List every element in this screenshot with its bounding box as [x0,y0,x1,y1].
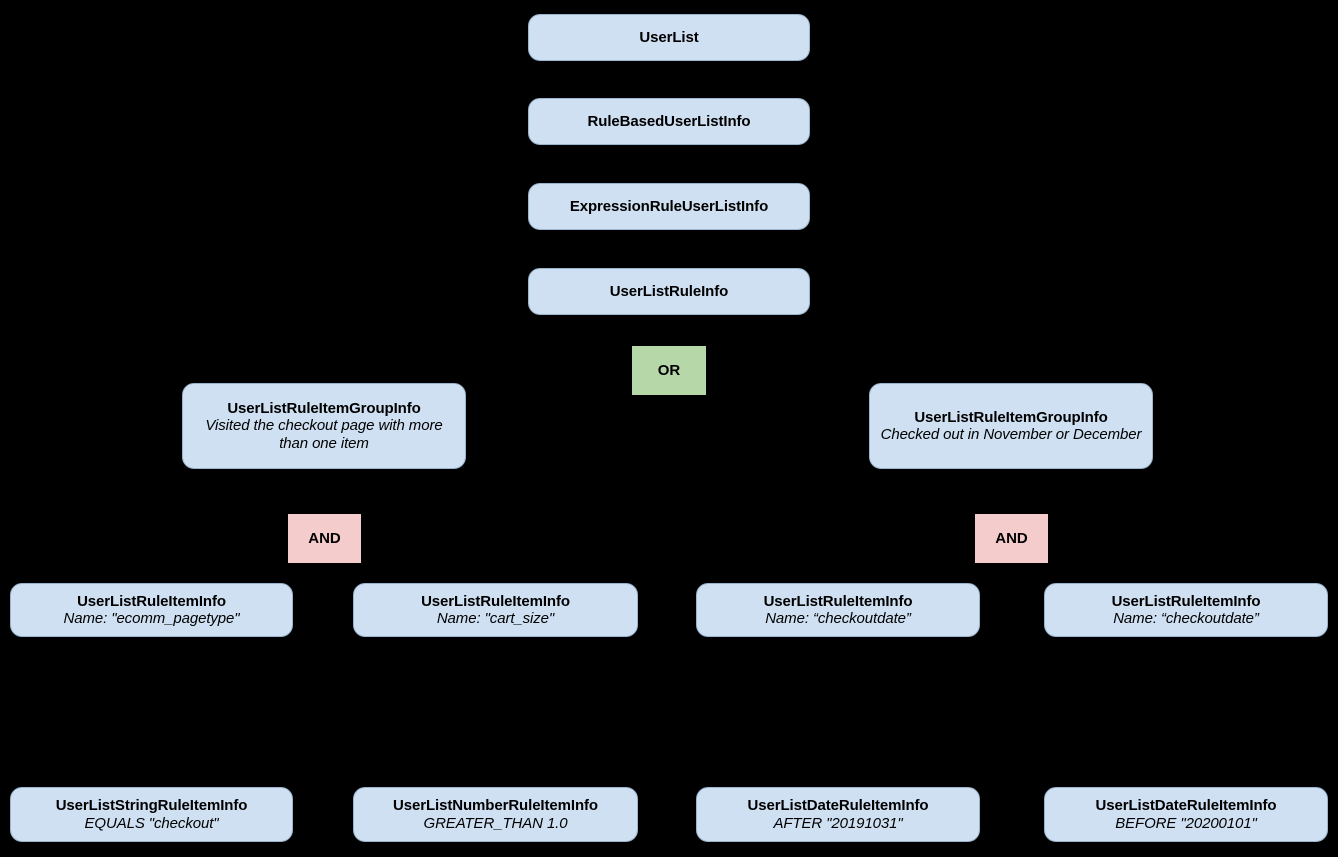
node-title: UserListRuleItemInfo [421,592,570,610]
node-subtitle: Name: "cart_size" [436,610,555,627]
node-title: ExpressionRuleUserListInfo [569,197,769,215]
node-leaf-date-rule-before[interactable]: UserListDateRuleItemInfo BEFORE "2020010… [1044,787,1328,842]
node-rule-item-1[interactable]: UserListRuleItemInfo Name: "ecomm_pagety… [10,583,293,637]
node-title: UserListStringRuleItemInfo [55,797,248,815]
node-or-operator[interactable]: OR [631,345,707,396]
node-group-left[interactable]: UserListRuleItemGroupInfo Visited the ch… [182,383,466,469]
node-subtitle: Visited the checkout page with more than… [205,417,443,452]
node-user-list[interactable]: UserList [528,14,810,61]
node-leaf-date-rule-after[interactable]: UserListDateRuleItemInfo AFTER "20191031… [696,787,980,842]
node-title: UserListRuleItemInfo [77,592,226,610]
node-title: UserListRuleItemInfo [763,592,913,610]
node-subtitle: EQUALS "checkout" [84,814,219,832]
node-leaf-string-rule[interactable]: UserListStringRuleItemInfo EQUALS "check… [10,787,293,842]
node-title: UserListDateRuleItemInfo [747,797,929,815]
node-user-list-rule-info[interactable]: UserListRuleInfo [528,268,810,315]
node-and-operator-right[interactable]: AND [974,513,1049,564]
node-title: RuleBasedUserListInfo [587,112,751,130]
operator-label: AND [995,529,1028,547]
node-title: UserListDateRuleItemInfo [1095,797,1277,815]
node-title: UserListRuleInfo [609,282,729,300]
node-subtitle: Name: “checkoutdate” [1113,610,1259,627]
node-subtitle: BEFORE "20200101" [1115,814,1257,832]
node-title: UserListRuleItemGroupInfo [914,408,1108,426]
node-leaf-number-rule[interactable]: UserListNumberRuleItemInfo GREATER_THAN … [353,787,638,842]
node-group-right[interactable]: UserListRuleItemGroupInfo Checked out in… [869,383,1153,469]
node-title: UserListRuleItemGroupInfo [227,400,421,418]
node-expression-rule-user-list-info[interactable]: ExpressionRuleUserListInfo [528,183,810,230]
node-title: UserListNumberRuleItemInfo [393,797,598,815]
node-rule-based-user-list-info[interactable]: RuleBasedUserListInfo [528,98,810,145]
node-subtitle: Checked out in November or December [880,426,1142,443]
node-rule-item-4[interactable]: UserListRuleItemInfo Name: “checkoutdate… [1044,583,1328,637]
node-and-operator-left[interactable]: AND [287,513,362,564]
node-subtitle: Name: "ecomm_pagetype" [63,610,240,627]
node-subtitle: AFTER "20191031" [773,814,903,832]
node-subtitle: GREATER_THAN 1.0 [423,814,568,832]
node-rule-item-3[interactable]: UserListRuleItemInfo Name: “checkoutdate… [696,583,980,637]
node-subtitle: Name: “checkoutdate” [765,610,911,627]
node-rule-item-2[interactable]: UserListRuleItemInfo Name: "cart_size" [353,583,638,637]
operator-label: AND [308,529,341,547]
node-title: UserList [639,28,699,46]
node-title: UserListRuleItemInfo [1111,592,1261,610]
operator-label: OR [657,361,681,379]
